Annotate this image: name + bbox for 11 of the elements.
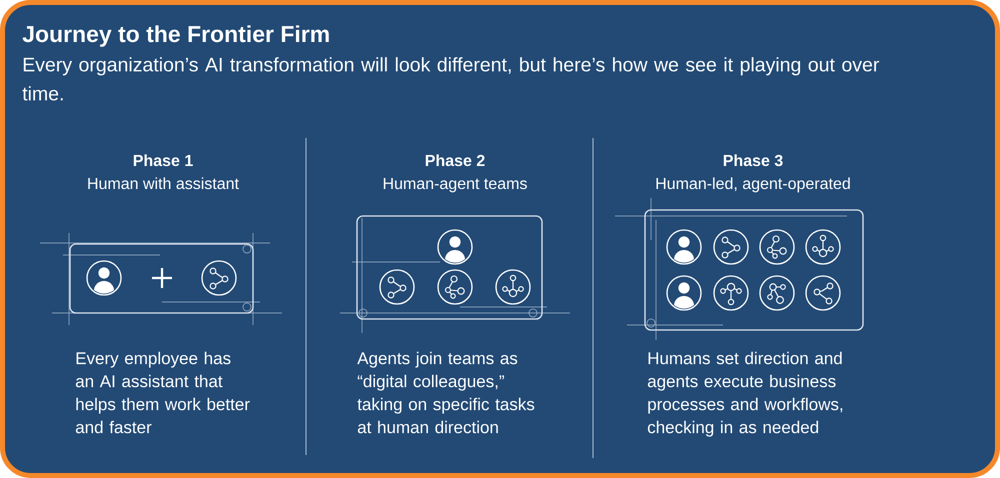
description-text: Humans set direction and agents execute business processes and workflows, checking in as needed xyxy=(648,352,842,437)
phase-subtitle: Human with assistant xyxy=(88,177,239,190)
description-text: Agents join teams as “digital colleagues,” taking on specific tasks at human direction xyxy=(357,352,534,434)
description-text: Every employee has an AI assistant that helps them work better and faster xyxy=(76,352,250,434)
phase-heading: Phase 1 xyxy=(134,154,193,166)
phase-heading: Phase 3 xyxy=(724,154,783,166)
title: Journey to the Frontier Firm xyxy=(22,25,329,47)
phase-heading: Phase 2 xyxy=(426,154,485,166)
subtitle: Every organization’s AI transformation will look different, but here’s how we see it playing out over time. xyxy=(22,57,880,101)
phase-subtitle: Human-agent teams xyxy=(384,178,527,192)
phase-subtitle: Human-led, agent-operated xyxy=(656,177,850,192)
